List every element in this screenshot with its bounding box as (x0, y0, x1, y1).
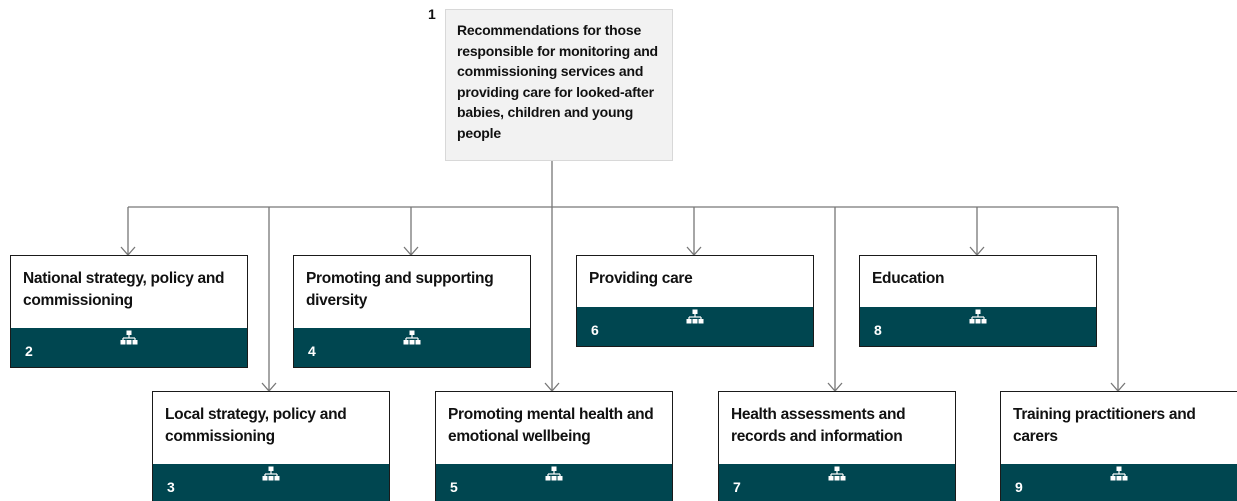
node-footer: 6 (577, 307, 813, 346)
node-number: 2 (25, 343, 33, 359)
node-promoting-diversity[interactable]: Promoting and supporting diversity 4 (293, 255, 531, 368)
node-number: 3 (167, 479, 175, 495)
node-number: 8 (874, 322, 882, 338)
node-national-strategy[interactable]: National strategy, policy and commission… (10, 255, 248, 368)
node-title: Education (872, 270, 945, 287)
node-number: 5 (450, 479, 458, 495)
node-title: Providing care (589, 270, 693, 287)
node-footer: 7 (719, 464, 955, 501)
node-health-assessments[interactable]: Health assessments and records and infor… (718, 391, 956, 501)
node-title: National strategy, policy and commission… (23, 270, 225, 309)
node-footer: 2 (11, 328, 247, 367)
hierarchy-icon[interactable] (828, 466, 846, 482)
root-node[interactable]: Recommendations for those responsible fo… (445, 9, 673, 161)
hierarchy-icon[interactable] (1110, 466, 1128, 482)
root-node-number: 1 (428, 6, 436, 22)
node-local-strategy[interactable]: Local strategy, policy and commissioning… (152, 391, 390, 501)
node-footer: 5 (436, 464, 672, 501)
node-title: Training practitioners and carers (1013, 406, 1196, 445)
root-node-title: Recommendations for those responsible fo… (457, 22, 658, 141)
node-mental-health[interactable]: Promoting mental health and emotional we… (435, 391, 673, 501)
node-title: Local strategy, policy and commissioning (165, 406, 347, 445)
hierarchy-icon[interactable] (545, 466, 563, 482)
node-providing-care[interactable]: Providing care 6 (576, 255, 814, 347)
hierarchy-icon[interactable] (686, 309, 704, 325)
node-number: 4 (308, 343, 316, 359)
node-number: 9 (1015, 479, 1023, 495)
node-footer: 4 (294, 328, 530, 367)
node-education[interactable]: Education 8 (859, 255, 1097, 347)
node-footer: 3 (153, 464, 389, 501)
hierarchy-icon[interactable] (120, 330, 138, 346)
hierarchy-icon[interactable] (262, 466, 280, 482)
node-title: Health assessments and records and infor… (731, 406, 906, 445)
node-training-practitioners[interactable]: Training practitioners and carers 9 (1000, 391, 1237, 501)
hierarchy-icon[interactable] (969, 309, 987, 325)
node-title: Promoting and supporting diversity (306, 270, 494, 309)
hierarchy-icon[interactable] (403, 330, 421, 346)
node-number: 6 (591, 322, 599, 338)
node-footer: 8 (860, 307, 1096, 346)
node-footer: 9 (1001, 464, 1237, 501)
node-number: 7 (733, 479, 741, 495)
node-title: Promoting mental health and emotional we… (448, 406, 654, 445)
